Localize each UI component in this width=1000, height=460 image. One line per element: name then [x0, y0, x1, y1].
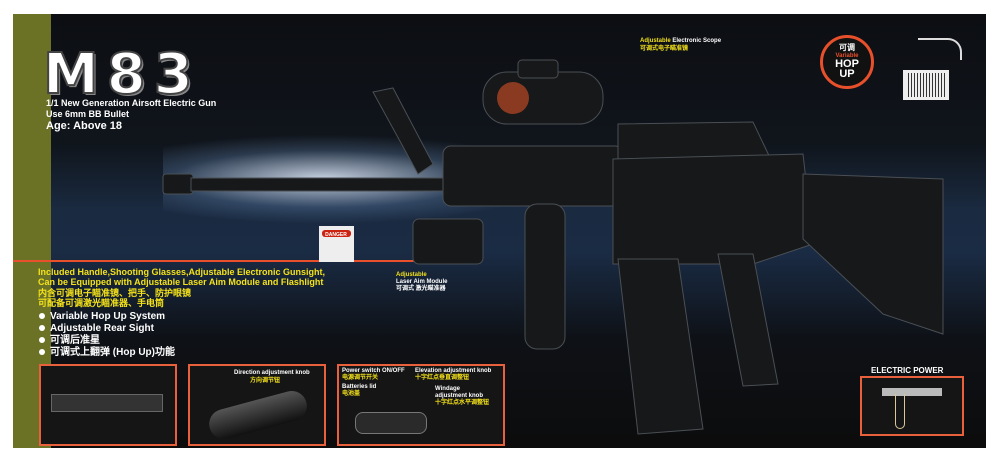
feature-item: 可调后准星 — [39, 335, 100, 347]
danger-label: DANGER — [319, 226, 354, 262]
subtitle-line: 1/1 New Generation Airsoft Electric Gun — [46, 98, 217, 108]
battery-lid-label: Batteries lid — [342, 384, 377, 390]
scope-label-cn: 可调式电子瞄准镜 — [640, 46, 689, 52]
magazine — [617, 258, 704, 435]
included-en: Included Handle,Shooting Glasses,Adjusta… — [38, 267, 326, 277]
product-title: M83 — [42, 41, 201, 108]
direction-knob-label: Direction adjustment knob — [234, 370, 310, 376]
electric-power-heading: ELECTRIC POWER — [871, 366, 944, 375]
danger-text: DANGER — [325, 232, 347, 238]
barcode-label — [903, 70, 949, 100]
hopup-badge: 可调 Variable HOP UP — [820, 35, 874, 89]
handguard — [442, 145, 624, 207]
feature-item: Adjustable Rear Sight — [39, 323, 154, 335]
brand-logo — [918, 38, 962, 60]
front-sight — [372, 87, 434, 175]
direction-knob-label-cn: 方向调节钮 — [250, 378, 281, 384]
age-line: Age: Above 18 — [46, 120, 123, 132]
detail-panel-flashlight: Direction adjustment knob 方向调节钮 — [188, 364, 326, 446]
pistol-grip — [717, 253, 779, 387]
elevation-knob-label: Elevation adjustment knob — [415, 368, 492, 374]
laser-module — [412, 218, 484, 265]
stock — [802, 173, 944, 335]
windage-label-cn: 十字红点水平调整钮 — [435, 400, 490, 406]
windage-label-2: adjustment knob — [435, 393, 484, 399]
power-switch-label-cn: 电源调节开关 — [342, 375, 379, 381]
scope-label: Adjustable Electronic Scope — [640, 38, 722, 44]
rifle-image: DANGER — [162, 59, 944, 435]
feature-item: Variable Hop Up System — [39, 311, 165, 323]
included-cn: 内含可调电子瞄准镜、把手、防护眼镜 — [38, 288, 192, 298]
laser-beam — [13, 260, 428, 262]
included-en: Can be Equipped with Adjustable Laser Ai… — [38, 277, 324, 287]
subtitle-line: Use 6mm BB Bullet — [46, 109, 130, 119]
barrel — [190, 177, 452, 192]
laser-label-adj: Adjustable — [396, 272, 427, 278]
laser-label-cn: 可调式 激光瞄准器 — [396, 286, 446, 292]
foregrip — [524, 203, 566, 350]
scope-battery-lid — [517, 59, 559, 79]
elevation-knob-label-cn: 十字红点垂直调整钮 — [415, 375, 470, 381]
detail-panel-electric-power — [860, 376, 964, 436]
power-switch-label: Power switch ON/OFF — [342, 368, 405, 374]
flash-hider — [162, 173, 194, 195]
product-box: DANGER M83 1/1 New Generation Airsoft El… — [13, 14, 986, 448]
receiver — [612, 153, 814, 265]
detail-panel-laser-module — [39, 364, 177, 446]
battery-lid-label-cn: 电池盖 — [342, 391, 361, 397]
laser-label: Laser Aim Module — [396, 279, 448, 285]
scope-lens — [497, 82, 529, 114]
feature-item: 可调式上翻弹 (Hop Up)功能 — [39, 347, 175, 359]
detail-panel-scope: Power switch ON/OFF 电源调节开关 Batteries lid… — [337, 364, 505, 446]
windage-label: Windage — [435, 386, 460, 392]
included-cn: 可配备可调激光瞄准器、手电筒 — [38, 298, 165, 308]
